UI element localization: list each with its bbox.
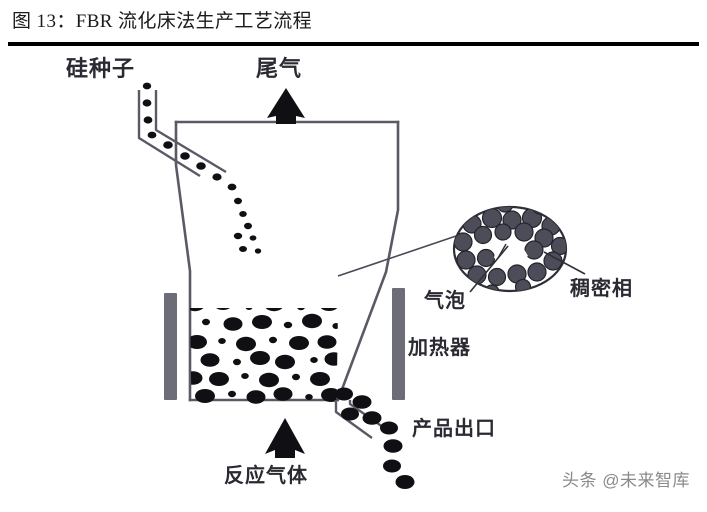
- title-divider-rule: [8, 42, 699, 46]
- source-watermark: 头条 @未来智库: [562, 471, 690, 490]
- magnified-detail-callout: [337, 233, 463, 277]
- process-flow-diagram: 硅种子 尾气 气泡 稠密相 加热器 产品出口 反应气体: [0, 46, 707, 512]
- bubble-pointer: [497, 243, 507, 259]
- magnified-bed-detail: [452, 205, 586, 293]
- label-reaction-gas: 反应气体: [224, 465, 308, 487]
- left-heater-bar: [164, 293, 177, 400]
- dense-phase-leader-line: [543, 251, 586, 275]
- label-heater: 加热器: [408, 337, 471, 359]
- bubble-void: [494, 242, 528, 266]
- exhaust-gas-arrow: [267, 88, 305, 124]
- seed-particle-stream: [142, 82, 262, 254]
- diagram-canvas: [137, 82, 586, 489]
- reaction-gas-arrow: [265, 418, 305, 458]
- label-product-outlet: 产品出口: [412, 418, 496, 440]
- page-title: 图 13：FBR 流化床法生产工艺流程: [12, 10, 313, 32]
- silicon-seed-inlet-pipe: [137, 82, 262, 254]
- right-heater-bar: [392, 288, 405, 400]
- label-dense-phase: 稠密相: [570, 278, 633, 300]
- label-silicon-seed: 硅种子: [66, 56, 136, 81]
- figure-title-bar: 图 13：FBR 流化床法生产工艺流程: [0, 0, 707, 42]
- product-outlet-pipe: [334, 387, 415, 489]
- label-exhaust-gas: 尾气: [256, 56, 303, 81]
- product-particle-stream: [335, 387, 415, 489]
- bubble-leader-line: [469, 245, 509, 293]
- fluidized-bed-particles: [190, 308, 338, 404]
- label-bubble: 气泡: [424, 290, 466, 312]
